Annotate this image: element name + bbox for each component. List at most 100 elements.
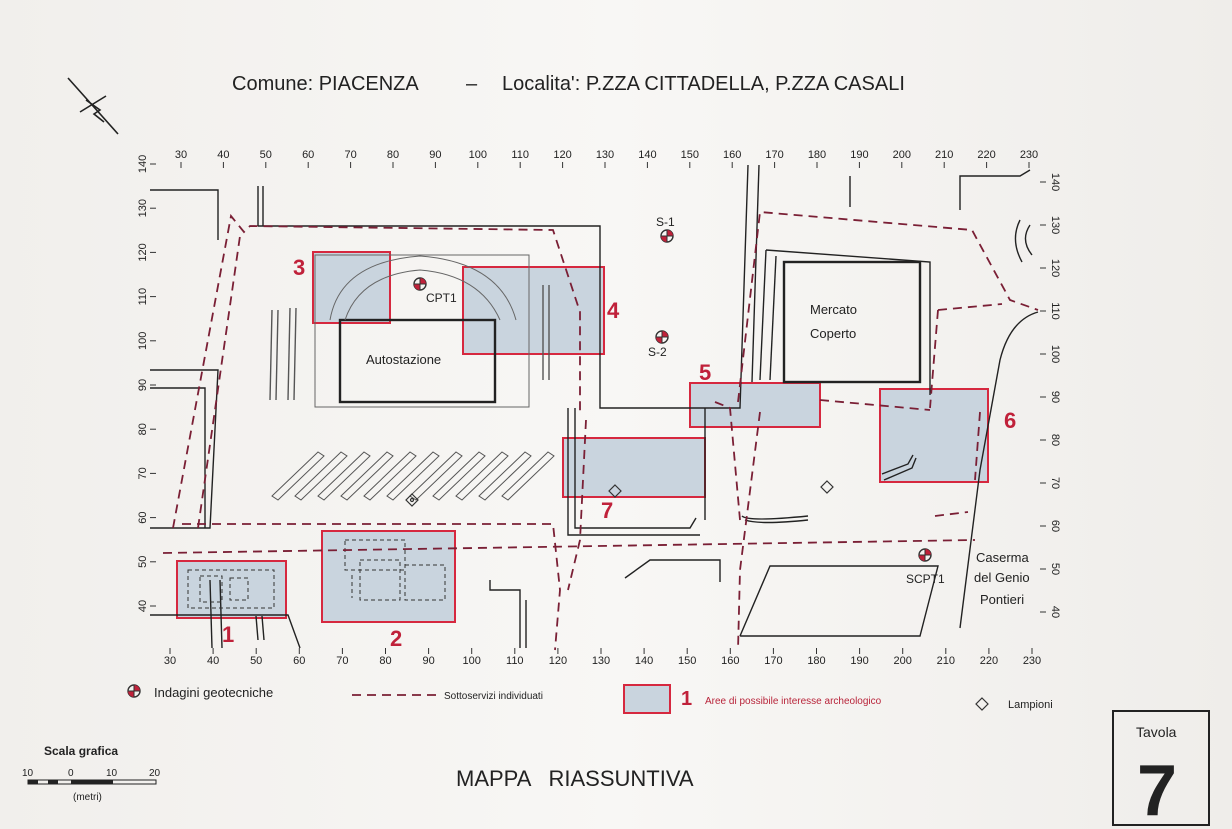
x-tick-label: 70: [336, 655, 348, 667]
x-tick-label: 60: [302, 149, 314, 161]
y-tick-label: 60: [137, 511, 149, 523]
parking-stripe: [455, 451, 509, 501]
area-4: [462, 266, 605, 355]
x-tick-label: 80: [387, 149, 399, 161]
x-tick-label: 150: [681, 149, 699, 161]
y-tick-label: 80: [137, 423, 149, 435]
scale-unit: (metri): [73, 792, 102, 803]
label-mercato: Mercato: [810, 302, 857, 317]
y-tick-label: 130: [137, 199, 149, 217]
parking-stripe: [432, 451, 486, 501]
x-tick-label: 130: [596, 149, 614, 161]
x-tick-label: 230: [1020, 149, 1038, 161]
title-localita: Localita': P.ZZA CITTADELLA, P.ZZA CASAL…: [502, 73, 905, 95]
area-2: [321, 530, 456, 623]
x-tick-label: 80: [379, 655, 391, 667]
lamp-icon: [405, 493, 419, 507]
label-cpt1: CPT1: [426, 291, 457, 305]
parking-stripe: [478, 451, 532, 501]
y-tick-label: 40: [137, 600, 149, 612]
x-tick-label: 200: [893, 149, 911, 161]
parking-stripe: [363, 451, 417, 501]
y-tick-label: 110: [137, 288, 149, 306]
y-tick-label: 40: [1049, 606, 1061, 618]
x-tick-label: 220: [980, 655, 998, 667]
scale-label-10a: 10: [22, 768, 34, 779]
legend-utilities: Sottoservizi individuati: [444, 691, 543, 702]
y-tick-label: 80: [1049, 434, 1061, 446]
x-tick-label: 70: [344, 149, 356, 161]
x-tick-label: 140: [638, 149, 656, 161]
label-scpt1: SCPT1: [906, 572, 945, 586]
utility-lines: [162, 211, 1039, 651]
x-tick-label: 190: [850, 149, 868, 161]
legend-geotech: Indagini geotecniche: [154, 685, 273, 700]
x-tick-label: 170: [764, 655, 782, 667]
y-tick-label: 70: [137, 467, 149, 479]
y-tick-label: 120: [137, 243, 149, 261]
tavola-label: Tavola: [1136, 724, 1177, 740]
lamp-icon: [820, 480, 834, 494]
x-tick-label: 90: [422, 655, 434, 667]
y-tick-label: 100: [1049, 345, 1061, 363]
geotech-marker-s1: [660, 229, 674, 243]
parking-stripe: [501, 451, 555, 501]
y-tick-label: 130: [1049, 216, 1061, 234]
x-tick-label: 60: [293, 655, 305, 667]
title-dash: –: [466, 73, 478, 95]
map-title: MAPPA RIASSUNTIVA: [456, 766, 694, 791]
parking-stripes: [271, 451, 555, 501]
x-tick-label: 210: [935, 149, 953, 161]
parking-stripe: [317, 451, 371, 501]
y-tick-label: 140: [1049, 173, 1061, 191]
x-tick-label: 110: [506, 655, 524, 667]
north-arrow-icon: [67, 77, 119, 135]
area-legend-swatch: [623, 684, 671, 714]
label-autostazione: Autostazione: [366, 352, 441, 367]
geotech-marker-scpt1: [918, 548, 932, 562]
x-tick-label: 100: [463, 655, 481, 667]
x-tick-label: 120: [549, 655, 567, 667]
x-tick-label: 110: [511, 149, 529, 161]
x-tick-label: 50: [250, 655, 262, 667]
x-tick-label: 170: [765, 149, 783, 161]
geotech-marker-s2: [655, 330, 669, 344]
parking-stripe: [271, 451, 325, 501]
x-tick-label: 130: [592, 655, 610, 667]
x-tick-label: 50: [260, 149, 272, 161]
geotech-legend-icon: [127, 684, 141, 698]
base-map-lines: [150, 164, 1039, 649]
x-tick-label: 180: [808, 149, 826, 161]
y-tick-label: 100: [137, 332, 149, 350]
area-number-3: 3: [293, 255, 305, 280]
survey-points: S-1 CPT1 S-2 SCPT1: [413, 215, 945, 586]
title-comune: Comune: PIACENZA: [232, 73, 419, 95]
area-number-7: 7: [601, 498, 613, 523]
tavola-number: 7: [1137, 751, 1177, 829]
x-tick-label: 120: [553, 149, 571, 161]
scale-label-10b: 10: [106, 768, 118, 779]
area-5: [689, 382, 821, 428]
x-tick-label: 180: [807, 655, 825, 667]
x-tick-label: 30: [175, 149, 187, 161]
lamp-legend-icon: [975, 697, 989, 711]
x-tick-label: 100: [469, 149, 487, 161]
area-3: [312, 251, 391, 324]
x-tick-label: 190: [850, 655, 868, 667]
parking-stripe: [386, 451, 440, 501]
x-tick-label: 160: [721, 655, 739, 667]
legend-area-number: 1: [681, 688, 692, 710]
y-tick-label: 50: [1049, 563, 1061, 575]
y-tick-label: 90: [137, 379, 149, 391]
tavola-box: Tavola 7: [1112, 710, 1210, 829]
legend: Indagini geotecniche Sottoservizi indivi…: [127, 684, 1053, 714]
x-tick-label: 200: [894, 655, 912, 667]
x-tick-label: 150: [678, 655, 696, 667]
x-tick-label: 160: [723, 149, 741, 161]
lamp-icon: [608, 484, 622, 498]
label-coperto: Coperto: [810, 326, 856, 341]
